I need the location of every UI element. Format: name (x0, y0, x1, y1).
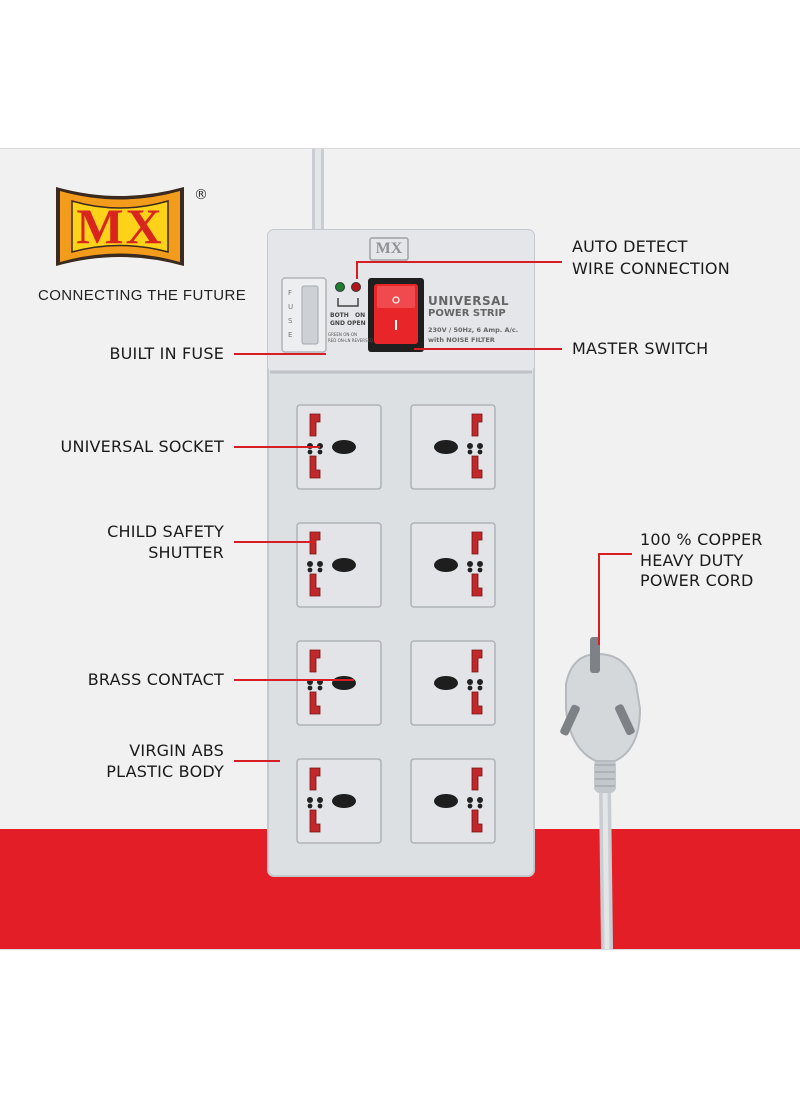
strip-title-line1: UNIVERSAL (428, 294, 510, 308)
callout-auto-detect-line2: WIRE CONNECTION (572, 259, 730, 278)
strip-logo: MX (375, 240, 403, 257)
strip-spec-line2: with NOISE FILTER (428, 336, 495, 344)
universal-socket (296, 640, 382, 726)
leader-copper-cord (598, 553, 632, 555)
strip-fuse-label: FUSE (288, 289, 296, 339)
callout-brass-contact: BRASS CONTACT (87, 670, 224, 689)
callout-copper-line1: 100 % COPPER (640, 530, 763, 549)
universal-socket (410, 758, 496, 844)
callout-copper-line2: HEAVY DUTY (640, 551, 744, 570)
universal-socket (410, 404, 496, 490)
leader-abs-body (234, 760, 280, 762)
callout-child-safety-line1: CHILD SAFETY (107, 522, 224, 541)
leader-master-switch (414, 348, 562, 350)
universal-socket (410, 522, 496, 608)
leader-child-safety (234, 541, 316, 543)
product-image-frame: MX ® CONNECTING THE FUTURE MX FUSE (0, 148, 800, 950)
callout-abs-line2: PLASTIC BODY (106, 762, 224, 781)
universal-socket (296, 758, 382, 844)
power-strip: MX FUSE BOTH ON GND OPEN GREEN ON-ON RED… (266, 228, 536, 878)
leader-auto-detect (356, 261, 562, 263)
power-cord (312, 149, 642, 949)
callout-master-switch: MASTER SWITCH (572, 339, 709, 358)
callout-auto-detect-line1: AUTO DETECT (572, 237, 688, 256)
callout-child-safety-line2: SHUTTER (148, 543, 224, 562)
leader-auto-detect-drop (356, 261, 358, 279)
universal-socket (410, 640, 496, 726)
strip-indicator-line1: BOTH ON (330, 312, 366, 319)
callout-copper-line3: POWER CORD (640, 571, 754, 590)
registered-mark: ® (194, 187, 208, 203)
strip-title-line2: POWER STRIP (428, 308, 506, 319)
callout-universal-socket: UNIVERSAL SOCKET (60, 437, 224, 456)
leader-brass-contact (234, 679, 354, 681)
callout-abs-line1: VIRGIN ABS (129, 741, 224, 760)
brand-tagline: CONNECTING THE FUTURE (38, 287, 247, 304)
strip-indicator-line4: RED ON-LN REVERSED (328, 338, 374, 343)
strip-indicator-line3: GREEN ON-ON (328, 332, 358, 337)
callout-built-in-fuse: BUILT IN FUSE (109, 344, 224, 363)
brand-logo: MX (50, 179, 190, 274)
leader-built-in-fuse (234, 353, 326, 355)
strip-spec-line1: 230V / 50Hz, 6 Amp. A/c. (428, 326, 519, 334)
brand-logo-text: MX (76, 198, 164, 254)
leader-universal-socket (234, 446, 320, 448)
strip-indicator-line2: GND OPEN (330, 320, 366, 327)
universal-socket (296, 522, 382, 608)
leader-copper-cord-drop (598, 553, 600, 645)
